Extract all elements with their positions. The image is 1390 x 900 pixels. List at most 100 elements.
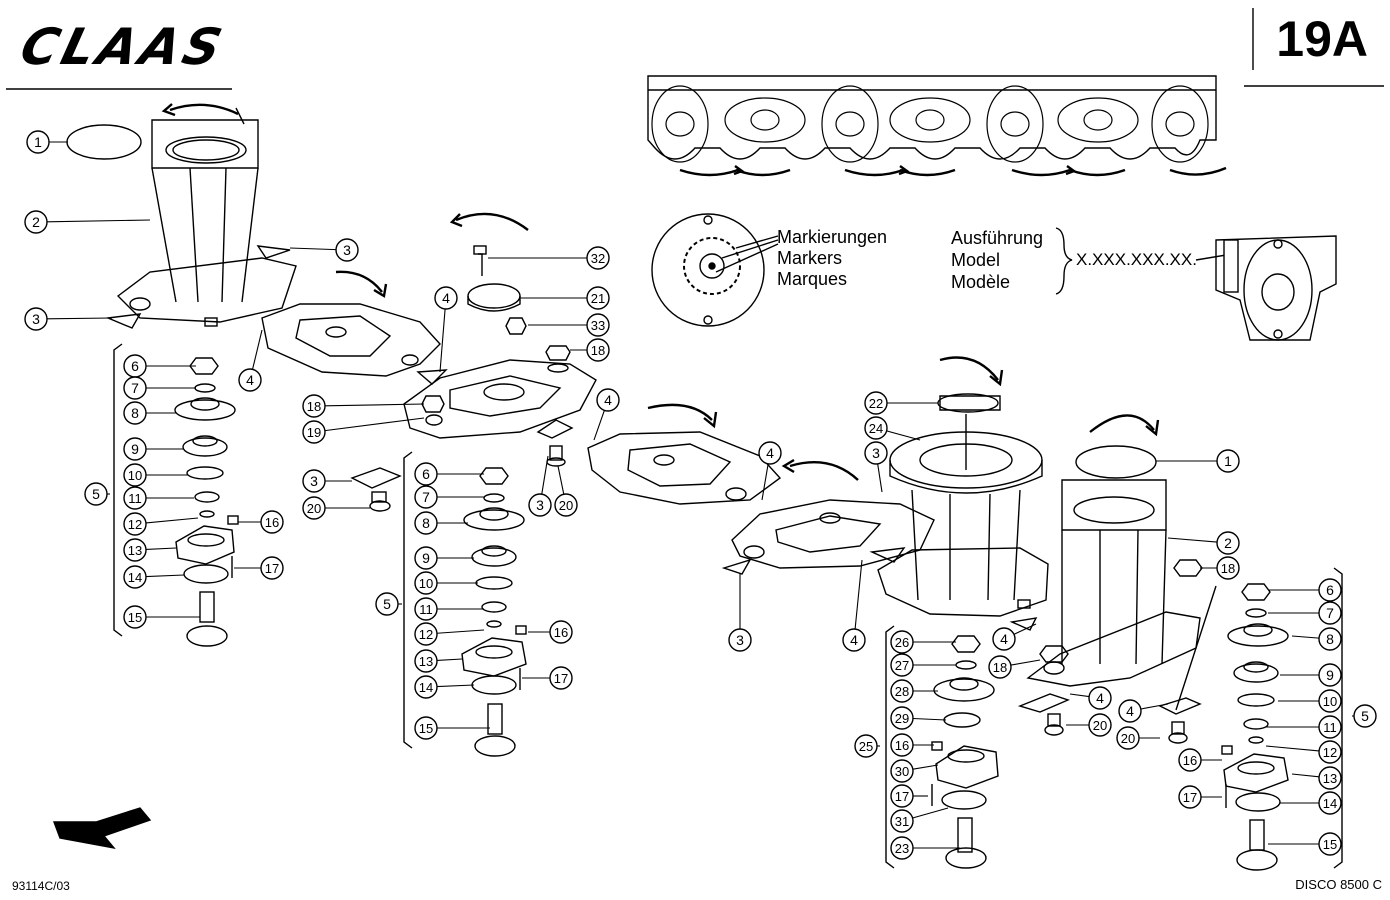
callout-leader bbox=[1013, 623, 1037, 635]
callout-bubble bbox=[123, 605, 147, 629]
callout-number: 14 bbox=[128, 570, 142, 585]
callout-bubble bbox=[1318, 578, 1342, 602]
callout-bubble bbox=[1318, 689, 1342, 713]
callout-9: 9 bbox=[414, 546, 474, 570]
callout-16: 16 bbox=[528, 620, 573, 644]
callout-bubble bbox=[586, 313, 610, 337]
callout-bubble bbox=[992, 627, 1016, 651]
callout-bubble bbox=[528, 493, 552, 517]
callout-number: 25 bbox=[859, 739, 873, 754]
callout-number: 6 bbox=[422, 466, 430, 482]
callout-number: 11 bbox=[1323, 720, 1337, 735]
callout-bubble bbox=[758, 441, 782, 465]
callout-number: 9 bbox=[1326, 667, 1334, 683]
right-bearing-stack bbox=[1221, 583, 1289, 871]
callout-16: 16 bbox=[238, 510, 284, 534]
callout-13: 13 bbox=[414, 649, 463, 673]
center-bearing-stack bbox=[461, 467, 527, 757]
callout-bubble bbox=[414, 622, 438, 646]
callout-bubble bbox=[24, 307, 48, 331]
callout-18: 18 bbox=[570, 338, 610, 362]
callout-number: 9 bbox=[131, 441, 139, 457]
callout-8: 8 bbox=[414, 511, 468, 535]
cutting-disc-3 bbox=[587, 403, 782, 505]
callout-bubble bbox=[1318, 627, 1342, 651]
callout-number: 2 bbox=[1224, 535, 1232, 551]
callout-4: 4 bbox=[434, 286, 458, 373]
callout-26: 26 bbox=[890, 630, 956, 654]
callout-number: 6 bbox=[131, 358, 139, 374]
callout-bubble bbox=[890, 733, 914, 757]
callout-number: 14 bbox=[1323, 796, 1337, 811]
right-group-bracket bbox=[1333, 567, 1343, 869]
callout-bubble bbox=[1318, 766, 1342, 790]
callout-12: 12 bbox=[414, 622, 485, 646]
callout-number: 18 bbox=[1221, 561, 1235, 576]
callout-number: 18 bbox=[993, 660, 1007, 675]
cutting-disc-2 bbox=[350, 212, 597, 512]
callout-29: 29 bbox=[890, 706, 947, 730]
callout-number: 1 bbox=[1224, 453, 1232, 469]
callout-number: 16 bbox=[265, 515, 279, 530]
callout-bubble bbox=[302, 469, 326, 493]
version-label-fr: Modèle bbox=[951, 272, 1010, 292]
callout-20: 20 bbox=[554, 465, 578, 517]
callout-17: 17 bbox=[890, 784, 928, 808]
callout-number: 4 bbox=[1096, 690, 1104, 706]
callout-bubble bbox=[414, 511, 438, 535]
center-group-bracket bbox=[403, 451, 413, 749]
callout-bubble bbox=[988, 655, 1012, 679]
left-bearing-stack bbox=[174, 357, 239, 647]
travel-direction-arrow bbox=[52, 807, 152, 850]
callout-4: 4 bbox=[1069, 686, 1112, 710]
callout-bubble bbox=[1318, 663, 1342, 687]
callout-number: 16 bbox=[895, 738, 909, 753]
callout-bubble bbox=[335, 238, 359, 262]
callout-4: 4 bbox=[238, 329, 263, 392]
callout-bubble bbox=[549, 666, 573, 690]
callout-5: 5 bbox=[375, 592, 402, 616]
callout-6: 6 bbox=[414, 462, 484, 486]
callout-leader bbox=[886, 430, 921, 441]
callout-10: 10 bbox=[414, 571, 478, 595]
callout-number: 18 bbox=[591, 343, 605, 358]
callout-number: 4 bbox=[850, 632, 858, 648]
callout-bubble bbox=[864, 441, 888, 465]
version-label-en: Model bbox=[951, 250, 1000, 270]
callout-9: 9 bbox=[123, 437, 184, 461]
callout-13: 13 bbox=[123, 538, 177, 562]
callout-leader bbox=[1069, 693, 1090, 698]
callout-leader bbox=[436, 629, 485, 634]
callout-bubble bbox=[1118, 699, 1142, 723]
callout-6: 6 bbox=[1268, 578, 1342, 602]
callout-number: 3 bbox=[310, 473, 318, 489]
callout-3: 3 bbox=[864, 441, 888, 493]
callout-bubble bbox=[302, 496, 326, 520]
callout-6: 6 bbox=[123, 354, 196, 378]
callout-2: 2 bbox=[24, 210, 151, 234]
callout-18: 18 bbox=[302, 394, 425, 418]
callout-4: 4 bbox=[758, 441, 782, 501]
callout-2: 2 bbox=[1167, 531, 1240, 555]
markers-label-de: Markierungen bbox=[777, 227, 887, 247]
callout-leader bbox=[912, 717, 947, 721]
callout-14: 14 bbox=[1280, 791, 1342, 815]
callout-number: 10 bbox=[128, 468, 142, 483]
callout-number: 13 bbox=[419, 654, 433, 669]
right-drum-assembly bbox=[1017, 414, 1217, 744]
callout-leader bbox=[289, 247, 337, 251]
callout-leader bbox=[1010, 659, 1041, 666]
callout-15: 15 bbox=[1268, 832, 1342, 856]
callout-21: 21 bbox=[520, 286, 610, 310]
callout-bubble bbox=[1318, 832, 1342, 856]
callout-bubble bbox=[1116, 726, 1140, 750]
callout-number: 12 bbox=[1323, 745, 1337, 760]
callout-bubble bbox=[238, 368, 262, 392]
callout-layer: 1233678910111213141516175432213318418193… bbox=[24, 130, 1377, 860]
callout-number: 16 bbox=[1183, 753, 1197, 768]
cutterbar-overview bbox=[647, 75, 1227, 177]
callout-1: 1 bbox=[1156, 449, 1240, 473]
callout-leader bbox=[46, 219, 151, 223]
left-drum-assembly bbox=[66, 103, 297, 329]
